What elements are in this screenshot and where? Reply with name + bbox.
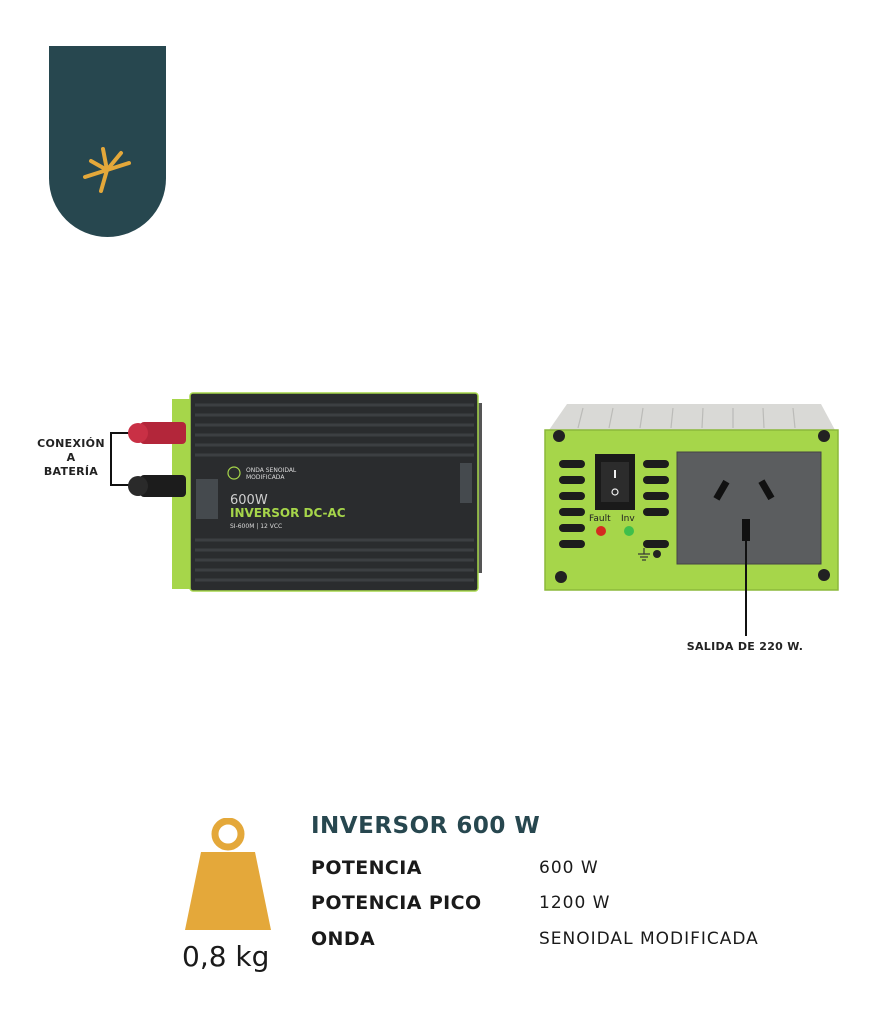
front-name: INVERSOR DC-AC (230, 506, 346, 520)
inverter-front-view: ONDA SENOIDAL MODIFICADA 600W INVERSOR D… (120, 385, 490, 600)
battery-callout: CONEXIÓN A BATERÍA (30, 437, 112, 479)
spec-label-potencia-pico: POTENCIA PICO (311, 892, 482, 914)
front-power: 600W (230, 493, 268, 508)
spec-value-potencia-pico: 1200 W (539, 893, 611, 913)
inverter-back-view: Fault Inv (543, 402, 840, 594)
front-model: SI-600M | 12 VCC (230, 523, 283, 530)
spec-label-potencia: POTENCIA (311, 857, 422, 879)
battery-callout-line3: BATERÍA (43, 465, 99, 478)
inverter-front-image (128, 392, 482, 592)
weight-icon (185, 818, 271, 930)
spec-label-onda: ONDA (311, 928, 376, 950)
spec-value-potencia: 600 W (539, 858, 599, 878)
battery-callout-line2: A (66, 451, 76, 464)
fault-label: Fault (589, 514, 611, 524)
output-callout: SALIDA DE 220 W. (686, 640, 804, 653)
brand-badge (49, 46, 166, 237)
inverter-back-image (544, 404, 839, 591)
product-title: INVERSOR 600 W (311, 813, 541, 839)
asterisk-sun-icon (83, 147, 131, 193)
front-label-line1: ONDA SENOIDAL (246, 467, 297, 474)
output-callout-line (745, 538, 747, 636)
battery-callout-line1: CONEXIÓN (37, 437, 105, 450)
spec-value-onda: SENOIDAL MODIFICADA (539, 929, 759, 949)
weight-value: 0,8 kg (182, 940, 270, 973)
front-label-line2: MODIFICADA (246, 474, 285, 481)
inv-label: Inv (621, 514, 635, 524)
